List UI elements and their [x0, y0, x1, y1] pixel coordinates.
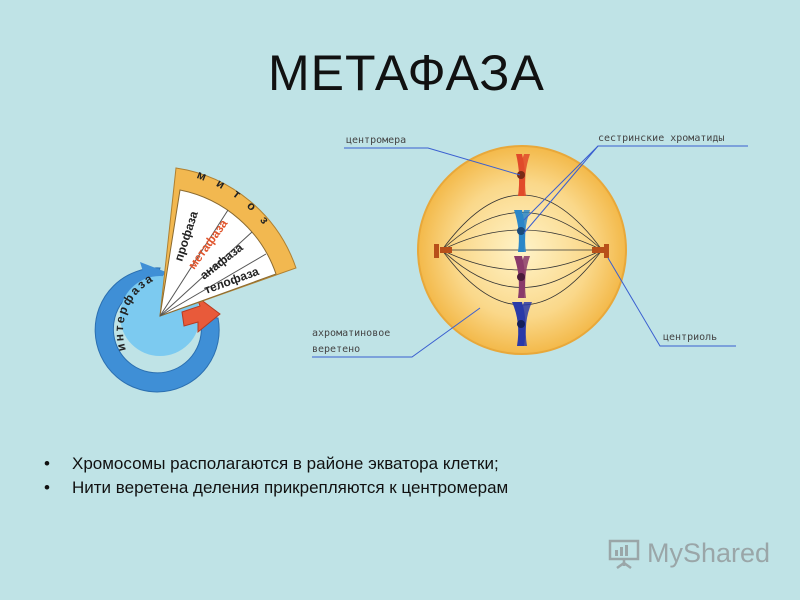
pointer-lines: [312, 145, 748, 358]
bullet-list: Хромосомы располагаются в районе экватор…: [44, 452, 508, 500]
bullet-item: Нити веретена деления прикрепляются к це…: [44, 476, 508, 500]
label-spindle-line1: ахроматиновое: [312, 328, 390, 339]
cell-cycle-wheel: профаза метафаза анафаза телофаза митоз …: [94, 167, 297, 393]
chromosome-3: [514, 256, 530, 298]
return-arrow: [181, 294, 221, 334]
watermark-text: MyShared: [647, 537, 771, 568]
centriole-left: [434, 244, 452, 258]
presentation-board-icon: [608, 539, 640, 570]
cell-metaphase: центромера сестринские хроматиды ахромат…: [312, 133, 748, 358]
chromosome-4: [512, 302, 532, 346]
slide-title: МЕТАФАЗА: [268, 45, 545, 101]
label-centromere: центромера: [346, 135, 406, 146]
interphase-ring: [94, 267, 220, 393]
mitosis-inner-fan: [159, 189, 277, 317]
label-sister-chromatids: сестринские хроматиды: [598, 133, 724, 144]
chromosome-2: [514, 210, 530, 252]
label-spindle-line2: веретено: [312, 344, 360, 355]
mitosis-fan: профаза метафаза анафаза телофаза митоз: [159, 167, 297, 317]
centriole-right: [592, 244, 609, 258]
bullet-item: Хромосомы располагаются в районе экватор…: [44, 452, 508, 476]
label-centriole: центриоль: [663, 332, 717, 343]
watermark: MyShared: [607, 536, 770, 570]
chromosome-1: [516, 154, 530, 196]
